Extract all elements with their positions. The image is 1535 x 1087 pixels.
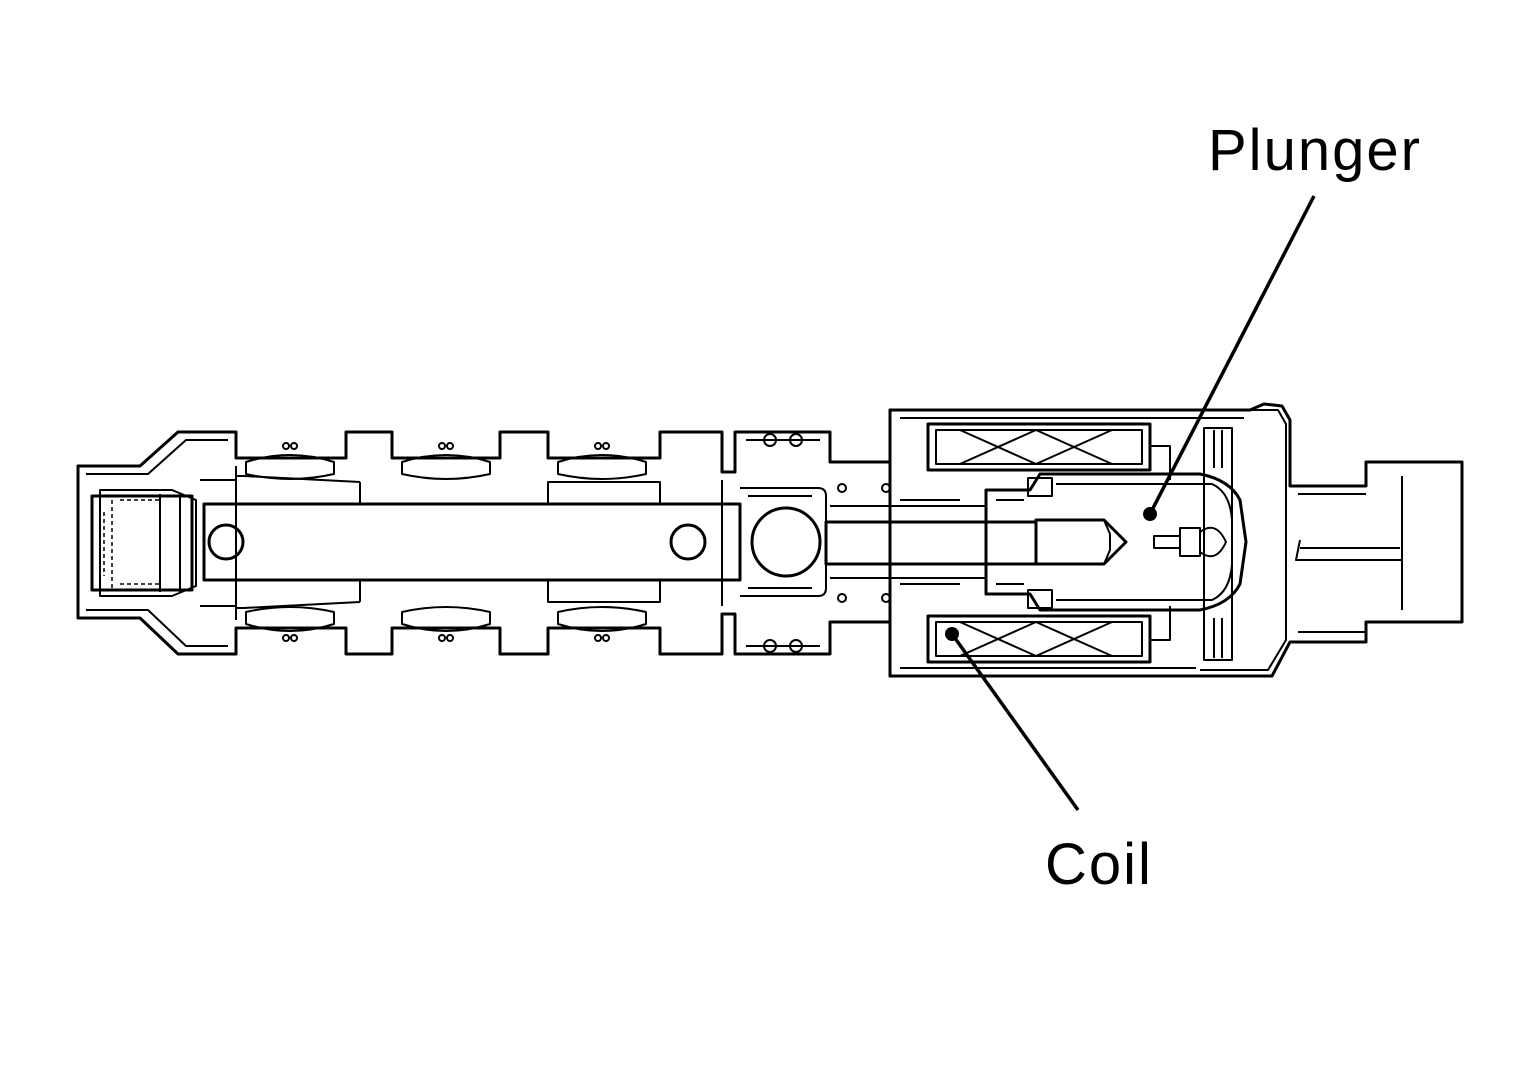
upper-seals — [245, 442, 647, 480]
end-plug — [90, 479, 236, 607]
valve-body — [76, 408, 892, 678]
ball-check — [740, 433, 891, 653]
leader-lines — [945, 195, 1316, 812]
solenoid-housing — [888, 402, 1464, 678]
coil-leader-line — [950, 632, 1080, 812]
coil-winding — [926, 422, 1171, 664]
plunger-leader-dot — [1143, 507, 1157, 521]
coil-leader-dot — [945, 627, 959, 641]
coil-label: Coil — [1045, 832, 1153, 897]
lower-seals — [245, 606, 647, 642]
spool — [202, 475, 742, 609]
plunger-assembly — [824, 472, 1248, 612]
plunger-leader-line — [1148, 195, 1316, 515]
plunger-label: Plunger — [1208, 118, 1422, 183]
